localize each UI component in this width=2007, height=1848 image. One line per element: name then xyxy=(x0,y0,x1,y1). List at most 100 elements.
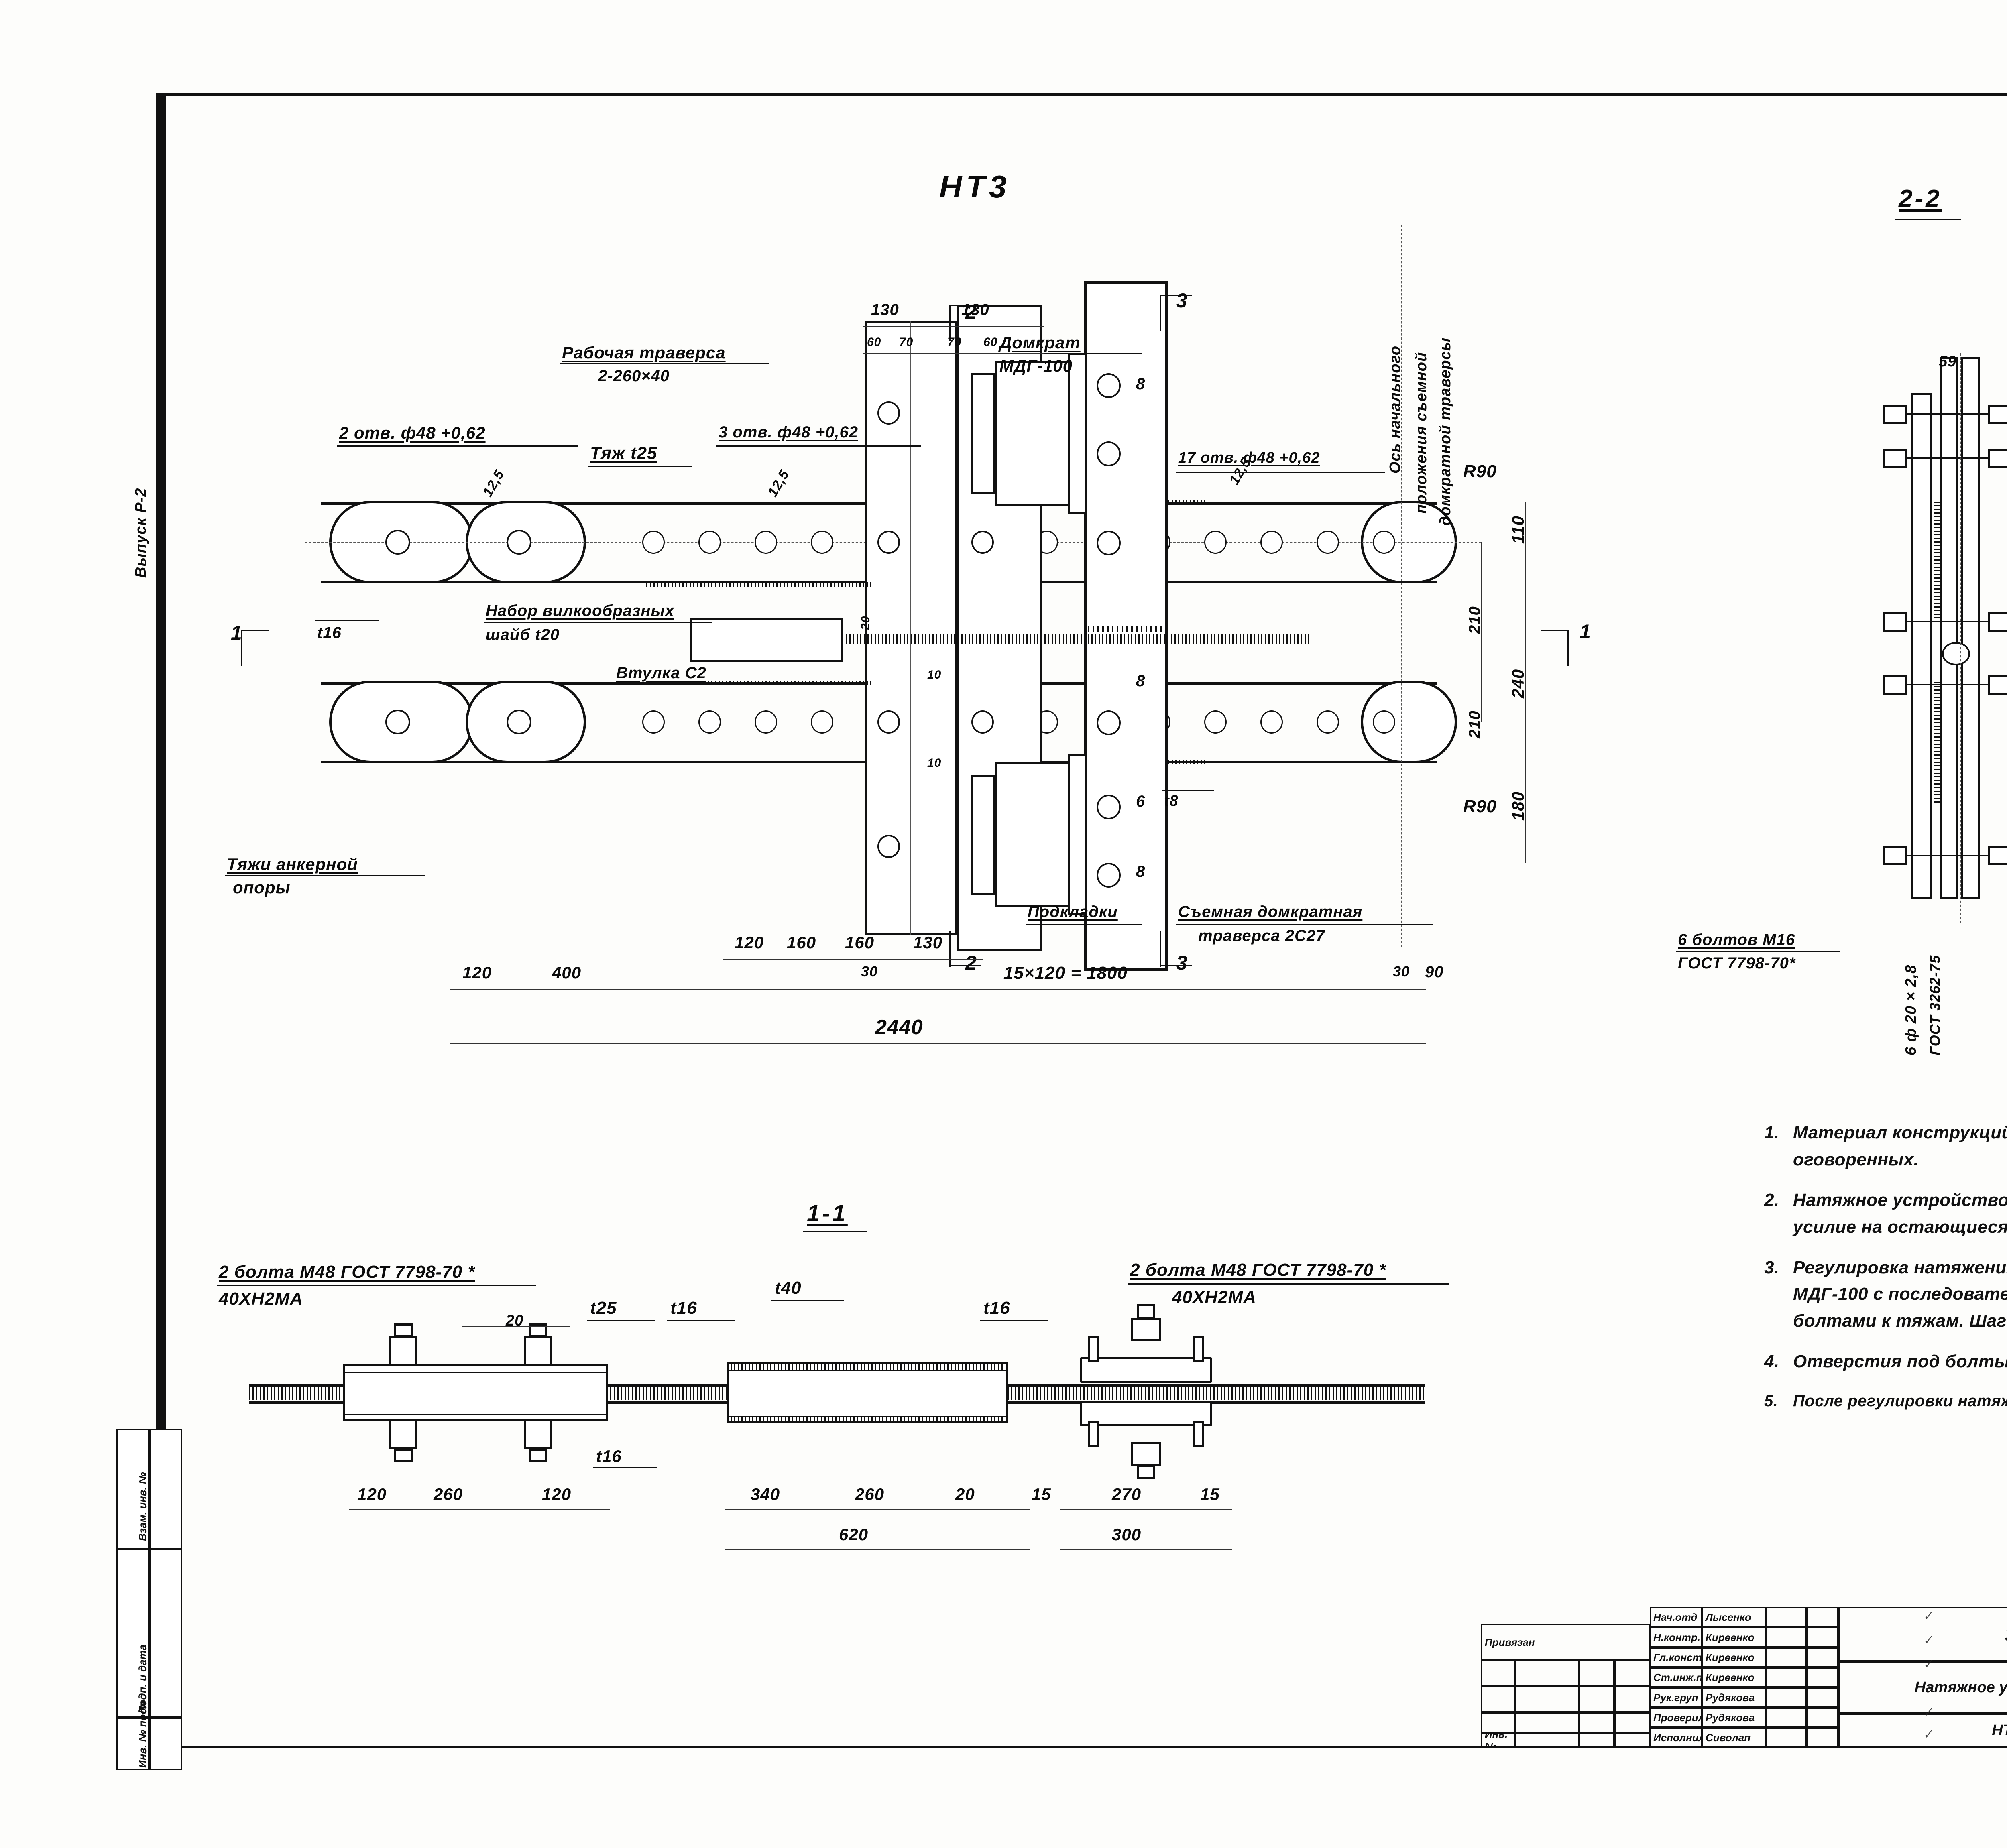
dim-620-sec11: 620 xyxy=(839,1525,869,1544)
tb-object-title-1: Натяжное устройство xyxy=(1838,1661,2007,1714)
stamp-vzam: Взам. инв. № xyxy=(136,1472,149,1541)
hole xyxy=(1260,531,1283,554)
tb-sign-3 xyxy=(1766,1667,1806,1687)
label-t16-sec11b: t16 xyxy=(983,1298,1010,1318)
hole xyxy=(811,531,833,554)
label-bushing: Втулка С2 xyxy=(616,664,706,682)
tb-role-4: Рук.груп xyxy=(1650,1687,1702,1708)
label-r90-top: R90 xyxy=(1463,461,1497,481)
hole xyxy=(1097,710,1121,735)
tb-grid-cell xyxy=(1579,1712,1614,1733)
dim-260b-sec11: 260 xyxy=(855,1485,885,1504)
main-view-title: НТ3 xyxy=(939,169,1011,204)
dim-20b-sec11: 20 xyxy=(955,1485,975,1504)
hole xyxy=(971,710,994,734)
dim-total-2440: 2440 xyxy=(875,1016,923,1039)
label-t25-sec11: t25 xyxy=(590,1298,617,1318)
hole xyxy=(1097,441,1121,466)
hole xyxy=(1097,863,1121,888)
hole xyxy=(971,531,994,554)
label-3-holes: 3 отв. ф48 +0,62 xyxy=(719,423,858,441)
tb-role-3: Ст.инж.пр xyxy=(1650,1667,1702,1687)
axis-label-line1: Ось начального xyxy=(1387,345,1404,474)
label-fork-washers-1: Набор вилкообразных xyxy=(486,602,674,620)
hole-count-8b: 8 xyxy=(1136,863,1146,880)
signature-scribble: ✓ xyxy=(1922,1609,1934,1624)
tb-name-5: Рудякова xyxy=(1702,1708,1766,1728)
note-item: 5.После регулировки натяжения канатов ко… xyxy=(1764,1389,2007,1413)
section-1-1-title: 1-1 xyxy=(807,1200,848,1226)
label-40hn2ma-right: 40ХН2МА xyxy=(1172,1287,1256,1307)
tb-date-2 xyxy=(1806,1647,1838,1667)
hole xyxy=(385,710,410,734)
tb-date-6 xyxy=(1806,1728,1838,1748)
hole xyxy=(877,531,900,554)
working-traverse-plate xyxy=(865,321,957,935)
hole xyxy=(1097,531,1121,555)
tb-date-3 xyxy=(1806,1667,1838,1687)
hole xyxy=(877,710,900,734)
label-2-holes: 2 отв. ф48 +0,62 xyxy=(339,423,486,442)
notes-block: 1.Материал конструкций - сталь марки 15Х… xyxy=(1764,1120,2007,1427)
dim-180: 180 xyxy=(1508,791,1527,821)
tb-grid-cell xyxy=(1481,1660,1515,1686)
label-pipe-gost-sec22: ГОСТ 3262-75 xyxy=(1927,955,1943,1055)
dim-110: 110 xyxy=(1508,516,1527,544)
hole xyxy=(1204,710,1227,734)
note-text: Материал конструкций - сталь марки 15ХСН… xyxy=(1793,1123,2007,1169)
label-17-holes: 17 отв. ф48 +0,62 xyxy=(1178,449,1320,466)
dim-small-10b: 10 xyxy=(927,756,942,770)
tb-grid-cell xyxy=(1614,1712,1650,1733)
label-2-bolts-m48-left: 2 болта М48 ГОСТ 7798-70 * xyxy=(219,1262,475,1282)
dim-15-sec11b: 15 xyxy=(1200,1485,1220,1504)
tb-sign-5 xyxy=(1766,1708,1806,1728)
hole xyxy=(1317,531,1339,554)
hole xyxy=(811,710,833,734)
dim-30b: 30 xyxy=(1393,963,1410,980)
label-pipe-sec22: 6 ф 20 × 2,8 xyxy=(1903,964,1919,1055)
hole xyxy=(877,401,900,425)
dim-210b: 210 xyxy=(1466,710,1484,738)
label-t16-left: t16 xyxy=(317,624,342,642)
label-anchor-ties-1: Тяжи анкерной xyxy=(227,855,358,874)
tb-grid-cell xyxy=(1481,1686,1515,1712)
weld-hatch xyxy=(1168,500,1208,504)
section-mark-3-bottom: 3 xyxy=(1176,951,1188,974)
tb-role-0: Нач.отд xyxy=(1650,1607,1702,1627)
dim-pitch-chain: 15×120 = 1800 xyxy=(1004,963,1128,983)
hole xyxy=(755,710,777,734)
hole xyxy=(1097,373,1121,398)
note-text: Регулировка натяжения каната осуществляе… xyxy=(1793,1257,2007,1331)
hole-count-8c: 8 xyxy=(1136,672,1146,690)
issue-label: Выпуск Р-2 xyxy=(132,488,149,578)
note-item: 1.Материал конструкций - сталь марки 15Х… xyxy=(1764,1120,2007,1173)
hole xyxy=(698,531,721,554)
dim-240: 240 xyxy=(1508,669,1527,698)
hole xyxy=(1317,710,1339,734)
hole xyxy=(877,835,900,858)
signature-scribble: ✓ xyxy=(1922,1727,1934,1742)
label-6-bolts-m16-sec22: 6 болтов М16 xyxy=(1678,931,1795,949)
tb-name-2: Киреенко xyxy=(1702,1647,1766,1667)
label-jack-1: Домкрат xyxy=(999,333,1081,352)
tb-date-4 xyxy=(1806,1687,1838,1708)
axis-label-line3: домкратной траверсы xyxy=(1437,337,1454,526)
tb-name-4: Рудякова xyxy=(1702,1687,1766,1708)
hole xyxy=(1097,795,1121,819)
hole xyxy=(385,530,410,555)
label-gost-7798-sec22: ГОСТ 7798-70* xyxy=(1678,954,1796,972)
tb-grid-cell xyxy=(1515,1733,1579,1748)
section-mark-2-top: 2 xyxy=(965,301,977,323)
label-removable-traverse-2: траверса 2С27 xyxy=(1198,927,1325,945)
section-mark-1-left: 1 xyxy=(231,622,242,644)
tb-grid-cell xyxy=(1481,1712,1515,1733)
tb-grid-cell xyxy=(1515,1712,1579,1733)
label-removable-traverse-1: Съемная домкратная xyxy=(1178,903,1363,921)
label-shims: Подкладки xyxy=(1028,903,1118,921)
tb-grid-cell xyxy=(1579,1660,1614,1686)
label-fork-washers-2: шайб t20 xyxy=(486,626,560,644)
dim-210a: 210 xyxy=(1466,606,1484,634)
dim-90: 90 xyxy=(1425,963,1444,981)
note-item: 4.Отверстия под болты М48 сверлить в пак… xyxy=(1764,1348,2007,1375)
